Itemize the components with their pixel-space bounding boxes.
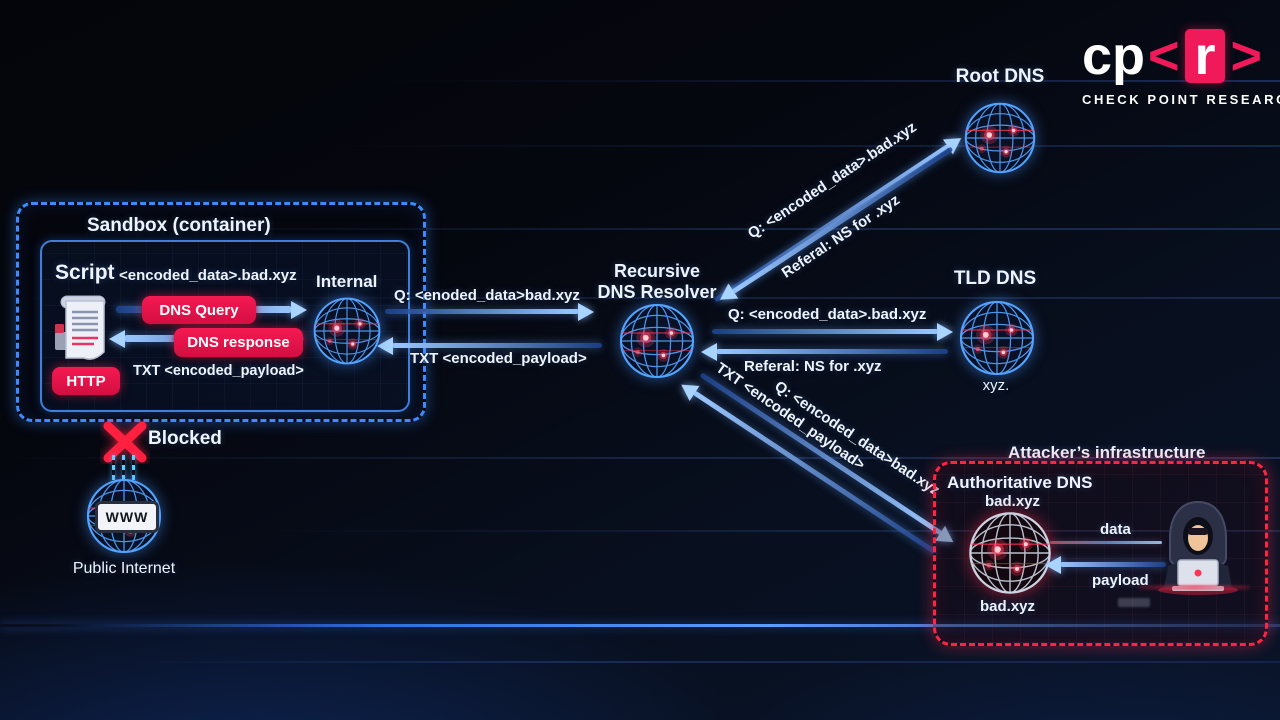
authoritative-dns-globe-icon [966,509,1054,597]
blocked-x-icon [100,420,150,464]
resolver-globe-icon [617,301,697,381]
bg-streak [0,661,1280,663]
public-internet-label: Public Internet [72,560,176,577]
tld-dns-label: TLD DNS [953,268,1037,289]
logo-close-bracket-icon: > [1230,26,1262,86]
logo-open-bracket-icon: < [1148,26,1180,86]
internal-label: Internal [316,272,378,291]
sandbox-domain-label: <encoded_data>.bad.xyz [119,267,297,284]
sandbox-title: Sandbox (container) [87,215,271,236]
logo-subtitle: CHECK POINT RESEARCH [1082,92,1280,107]
script-document-icon [53,294,115,366]
flow-tld-to-resolver-label: Referal: NS for .xyz [744,358,882,375]
tld-zone-label: xyz. [982,377,1010,394]
cpr-logo: cp < r > CHECK POINT RESEARCH [1082,26,1280,107]
flow-resolver-to-tld-label: Q: <encoded_data>.bad.xyz [728,306,927,323]
tld-dns-globe-icon [957,298,1037,378]
flow-resolver-to-internal-label: TXT <encoded_payload> [410,350,587,367]
arrow-internal-to-resolver [385,309,579,314]
hacker-icon [1150,498,1246,598]
arrow-resolver-to-internal [392,343,602,348]
sandbox-txt-label: TXT <encoded_payload> [133,363,304,379]
data-flow-label: data [1100,521,1131,538]
http-badge: HTTP [52,367,120,395]
logo-r-badge: r [1184,26,1226,86]
arrow-resolver-to-auth [699,372,943,536]
internal-globe-icon [311,295,383,367]
script-label: Script [55,261,115,284]
root-dns-label: Root DNS [955,66,1045,87]
blocked-path-dash [112,455,115,483]
attacker-infrastructure-title: Attacker’s infrastructure [1008,443,1206,462]
logo-cp-text: cp [1082,26,1146,86]
resolver-label-line1: Recursive [613,261,701,281]
authoritative-dns-label: Authoritative DNS [947,473,1093,492]
arrow-resolver-to-tld [712,329,938,334]
blocked-path-dash [132,455,135,483]
blocked-label: Blocked [148,428,222,449]
payload-flow-label: payload [1092,572,1149,589]
attacker-domain-label: bad.xyz [980,598,1036,615]
arrow-attacker-to-dns-payload [1060,562,1166,567]
root-dns-globe-icon [962,100,1038,176]
dns-response-badge: DNS response [174,328,303,357]
bg-streak [0,145,1280,147]
resolver-label-line2: DNS Resolver [597,282,717,302]
dns-query-badge: DNS Query [142,296,256,324]
flow-internal-to-resolver-label: Q: <enoded_data>bad.xyz [394,287,580,304]
arrow-tld-to-resolver [716,349,948,354]
authoritative-domain-label: bad.xyz [985,493,1041,510]
cpr-logo-wordmark: cp < r > [1082,26,1262,86]
www-badge: WWW [95,501,159,533]
blocked-path-dash [122,455,125,483]
